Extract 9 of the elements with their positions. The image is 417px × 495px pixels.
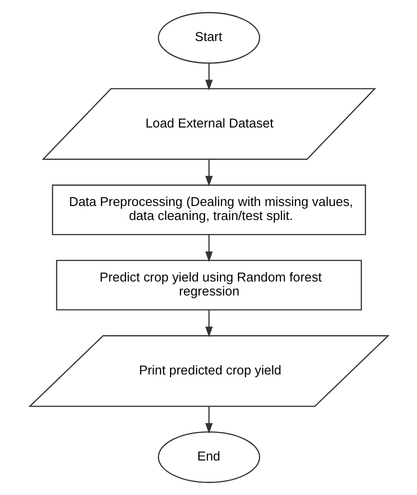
arrow [204,234,212,262]
node-ellipse: End [157,431,260,483]
arrow [204,62,212,90]
arrow [204,160,212,187]
node-box: Predict crop yield using Random forest regression [56,260,362,310]
arrow [204,310,212,338]
node-ellipse: Start [157,12,260,64]
arrow [204,406,212,434]
node-box: Data Preprocessing (Dealing with missing values, data cleaning, train/test split. [51,184,366,236]
